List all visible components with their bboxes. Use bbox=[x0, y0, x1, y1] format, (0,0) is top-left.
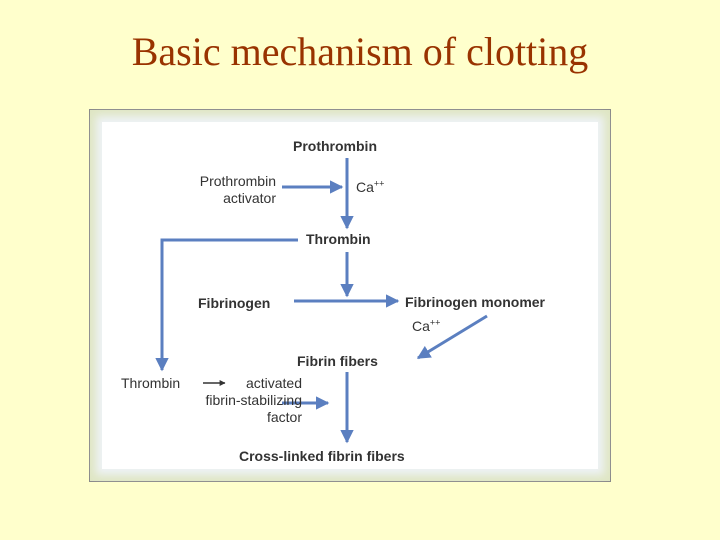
node-fibrinogen: Fibrinogen bbox=[198, 295, 271, 311]
label-calcium-2: Ca++ bbox=[412, 318, 440, 335]
node-prothrombin-activator: Prothrombin activator bbox=[164, 173, 276, 207]
prothrombin-activator-line2: activator bbox=[223, 190, 276, 206]
label-calcium-1: Ca++ bbox=[356, 179, 384, 196]
stabilizing-factor-line3: factor bbox=[266, 409, 302, 425]
node-prothrombin: Prothrombin bbox=[293, 138, 377, 154]
prothrombin-activator-line1: Prothrombin bbox=[199, 173, 276, 189]
node-thrombin-left: Thrombin bbox=[121, 375, 181, 391]
node-fibrin-fibers: Fibrin fibers bbox=[297, 353, 378, 369]
arrow-thrombin-feedback-loop bbox=[155, 238, 298, 372]
arrow-monomer-to-fibrin-fibers bbox=[416, 314, 488, 360]
stabilizing-factor-line2: fibrin-stabilizing bbox=[205, 392, 302, 408]
calcium-2-charge: ++ bbox=[429, 317, 441, 328]
calcium-2-base: Ca bbox=[412, 318, 430, 334]
stabilizing-factor-line1: activated bbox=[245, 375, 302, 391]
node-thrombin: Thrombin bbox=[306, 231, 371, 247]
node-fibrinogen-monomer: Fibrinogen monomer bbox=[405, 294, 545, 310]
calcium-1-base: Ca bbox=[356, 179, 374, 195]
node-stabilizing-factor: activated fibrin-stabilizing factor bbox=[164, 375, 302, 426]
calcium-1-charge: ++ bbox=[373, 178, 385, 189]
slide-title: Basic mechanism of clotting bbox=[131, 29, 589, 74]
node-cross-linked-fibrin-fibers: Cross-linked fibrin fibers bbox=[239, 448, 405, 464]
